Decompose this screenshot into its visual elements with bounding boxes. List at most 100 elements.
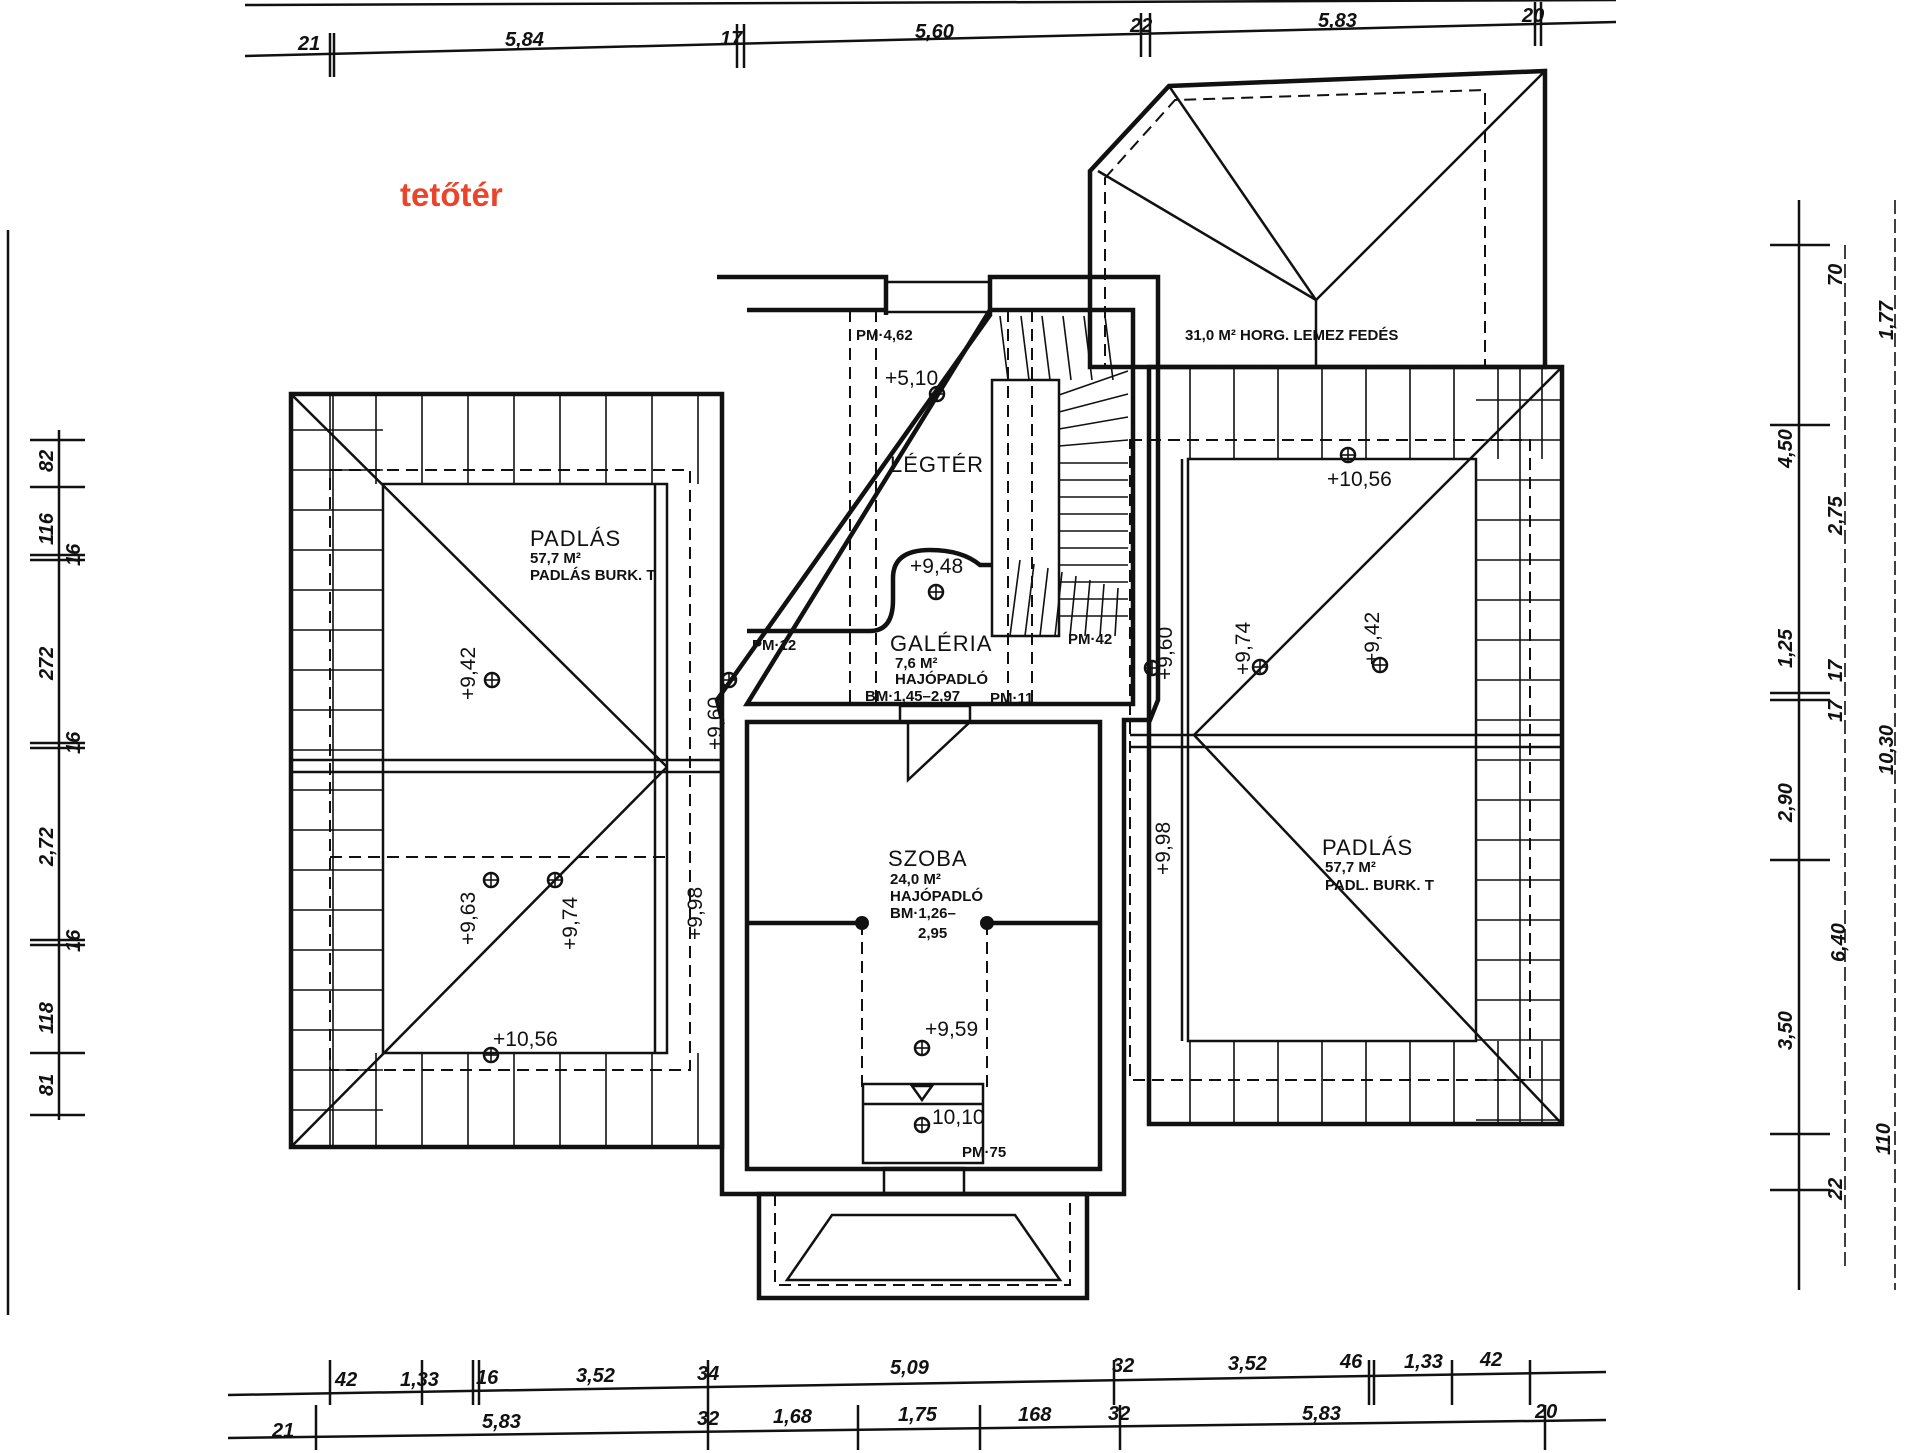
- padlas-left-area: 57,7 M²: [530, 550, 581, 567]
- drawing-line: [1083, 315, 1093, 381]
- drawing-line: [1058, 439, 1129, 447]
- galeria-label: GALÉRIA: [890, 631, 992, 656]
- drawing-line: [1058, 370, 1129, 396]
- dim-bottom1: 42: [334, 1369, 357, 1391]
- dim-bottom1: 1,33: [1404, 1351, 1443, 1373]
- drawing-line: [1058, 393, 1129, 413]
- staircase: [990, 315, 1129, 638]
- dim-bottom1: 16: [476, 1367, 499, 1389]
- dim-bottom2: 168: [1018, 1404, 1052, 1426]
- dim-bottom1: 5,09: [890, 1357, 930, 1379]
- dimension-lines: [6, 0, 1896, 1450]
- elevation-markers: [482, 385, 1389, 1134]
- padlas-right-floor: PADL. BURK. T: [1325, 877, 1434, 894]
- dim-bottom2: 5,83: [482, 1411, 521, 1433]
- dim-left: 16: [63, 731, 85, 754]
- drawing-line: [1062, 315, 1072, 381]
- level-left-998: +9,98: [684, 887, 707, 940]
- szoba-level2: 10,10: [932, 1106, 985, 1129]
- dim-right2: 2,75: [1825, 495, 1847, 536]
- dim-bottom2: 32: [1108, 1403, 1130, 1425]
- dim-right3: 1,77: [1876, 300, 1898, 340]
- dim-bottom2: 1,68: [773, 1406, 813, 1428]
- padlas-right-label: PADLÁS: [1322, 835, 1413, 860]
- dim-right3: 110: [1873, 1123, 1895, 1155]
- dim-left: 16: [63, 929, 85, 952]
- drawing-line: [1024, 563, 1035, 637]
- drawing-line: [999, 315, 1009, 381]
- galeria-pm-right: PM·42: [1068, 631, 1112, 648]
- central-block: [714, 274, 1161, 1197]
- dim-bottom1: 42: [1479, 1349, 1502, 1371]
- dim-right2: 17: [1825, 699, 1847, 722]
- szoba-bm2: 2,95: [918, 925, 947, 942]
- drawing-line: [1114, 587, 1119, 637]
- dim-right1: 22: [1825, 1178, 1847, 1201]
- dim-top: 22: [1129, 15, 1152, 37]
- dim-right1: 2,90: [1775, 783, 1797, 823]
- level-left-942: +9,42: [457, 647, 480, 700]
- dim-bottom1: 34: [697, 1363, 719, 1385]
- padlas-left-floor: PADLÁS BURK. T: [530, 567, 656, 584]
- drawing-line: [1104, 315, 1114, 381]
- dim-left: 82: [36, 450, 58, 472]
- level-right-960: +9,60: [1154, 627, 1177, 680]
- level-left-960: +9,60: [704, 697, 727, 750]
- drawing-line: [1099, 583, 1105, 637]
- level-left-963: +9,63: [457, 892, 480, 945]
- padlas-left-label: PADLÁS: [530, 526, 621, 551]
- dim-bottom1: 3,52: [576, 1365, 615, 1387]
- dim-bottom2: 5,83: [1302, 1403, 1341, 1425]
- galeria-pm: PM·11: [990, 690, 1033, 707]
- dim-top: 5,83: [1318, 10, 1357, 32]
- dim-bottom2: 32: [697, 1408, 719, 1430]
- galeria-floor: HAJÓPADLÓ: [895, 670, 988, 688]
- dim-top: 17: [720, 28, 743, 50]
- dim-bottom1: 3,52: [1228, 1353, 1267, 1375]
- entrance-porch: [756, 1191, 1090, 1301]
- dim-bottom2: 20: [1534, 1401, 1557, 1423]
- dim-bottom1: 1,33: [400, 1369, 439, 1391]
- dim-right1: 3,50: [1775, 1011, 1797, 1050]
- roof-note: 31,0 M² HORG. LEMEZ FEDÉS: [1185, 327, 1398, 344]
- level-right-942: +9,42: [1361, 612, 1384, 665]
- szoba-floor: HAJÓPADLÓ: [890, 887, 983, 905]
- padlas-right-area: 57,7 M²: [1325, 859, 1376, 876]
- level-right-998: +9,98: [1152, 822, 1175, 875]
- dim-top: 21: [297, 33, 320, 55]
- dim-right1: 4,50: [1775, 429, 1797, 469]
- dim-left: 116: [36, 512, 58, 545]
- drawing-line: [1039, 567, 1049, 637]
- dim-top: 5,84: [505, 29, 544, 51]
- level-left-974: +9,74: [559, 897, 582, 950]
- drawing-line: [1069, 575, 1077, 637]
- drawing-line: [1054, 571, 1063, 637]
- dim-bottom1: 32: [1112, 1355, 1134, 1377]
- szoba-area: 24,0 M²: [890, 871, 941, 888]
- legter-pm: PM·4,62: [856, 327, 913, 344]
- legter-label: LÉGTÉR: [890, 452, 984, 477]
- drawing-line: [1020, 315, 1030, 381]
- drawing-line: [1084, 579, 1091, 637]
- dim-top: 5,60: [915, 21, 954, 43]
- szoba-label: SZOBA: [888, 846, 968, 871]
- room-labels: LÉGTÉR +5,10 PM·4,62 +9,48 GALÉRIA 7,6 M…: [457, 327, 1434, 1161]
- dim-bottom2: 21: [271, 1420, 294, 1442]
- szoba-pm: PM·75: [962, 1144, 1006, 1161]
- dim-right3: 10,30: [1876, 725, 1898, 775]
- legter-level: +5,10: [885, 367, 938, 390]
- dim-top: 20: [1521, 5, 1544, 27]
- galeria-level: +9,48: [910, 555, 963, 578]
- dim-right2: 6,40: [1828, 923, 1850, 962]
- dim-left: 2,72: [36, 827, 58, 867]
- dim-left: 118: [36, 1001, 58, 1034]
- dim-left: 81: [36, 1074, 58, 1096]
- dim-left: 16: [63, 543, 85, 566]
- gallery-edge: [747, 547, 992, 634]
- dim-right1: 1,25: [1775, 628, 1797, 668]
- floor-title: tetőtér: [400, 176, 503, 213]
- galeria-pm-left: PM·12: [752, 637, 796, 654]
- hip-roof: [1087, 68, 1548, 370]
- galeria-bm: BM·1,45–2,97: [865, 688, 960, 705]
